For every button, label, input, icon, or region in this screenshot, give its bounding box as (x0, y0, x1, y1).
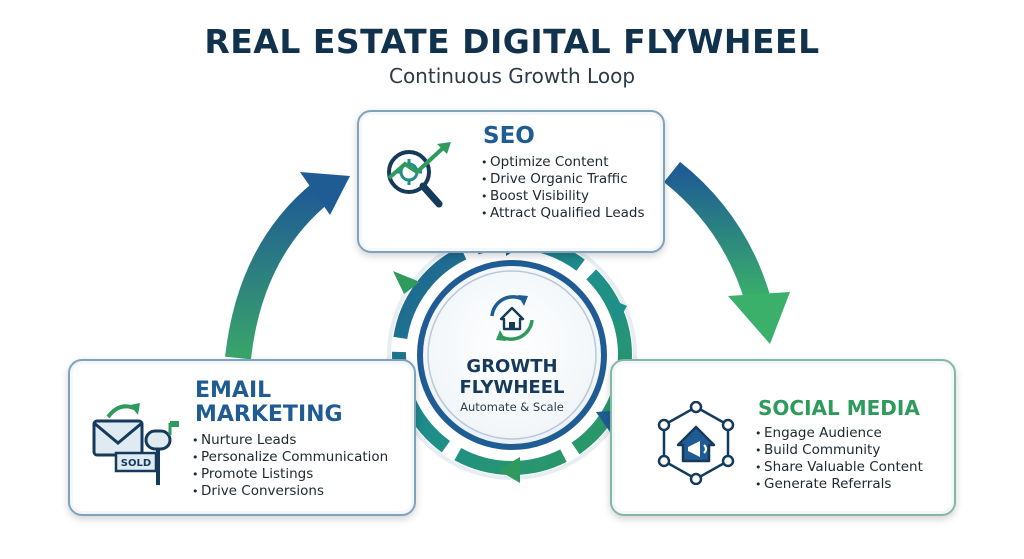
center-subtitle: Automate & Scale (460, 400, 564, 414)
house-cycle-icon (490, 295, 534, 341)
seo-title: SEO (483, 123, 535, 149)
social-bullet: Build Community (755, 442, 923, 459)
arrow-seo-to-social (663, 161, 790, 344)
social-bullet-list: Engage Audience Build Community Share Va… (755, 425, 923, 493)
email-bullet: Drive Conversions (192, 483, 388, 500)
email-bullet: Personalize Communication (192, 449, 388, 466)
social-bullet: Generate Referrals (755, 476, 923, 493)
social-bullet: Engage Audience (755, 425, 923, 442)
seo-bullet: Optimize Content (481, 154, 645, 171)
arrow-email-to-seo (225, 172, 350, 360)
social-network-house-icon (657, 401, 735, 485)
email-bullet: Promote Listings (192, 466, 388, 483)
email-marketing-title: EMAIL MARKETING (195, 378, 343, 428)
social-bullet: Share Valuable Content (755, 459, 923, 476)
social-media-title: SOCIAL MEDIA (758, 396, 920, 420)
seo-bullet: Boost Visibility (481, 188, 645, 205)
seo-card: SEO Optimize Content Drive Organic Traff… (357, 110, 665, 253)
email-marketing-card: SOLD EMAIL MARKETING Nurture Leads Perso… (68, 359, 416, 516)
sold-sign-label: SOLD (121, 458, 151, 469)
envelope-mailbox-icon: SOLD (92, 403, 179, 485)
page-title: REAL ESTATE DIGITAL FLYWHEEL (204, 22, 820, 61)
center-title-line1: GROWTH (466, 356, 558, 377)
email-title-line1: EMAIL (195, 378, 272, 403)
center-title: GROWTH FLYWHEEL (0, 356, 1024, 398)
center-title-line2: FLYWHEEL (459, 377, 565, 398)
social-media-card: SOCIAL MEDIA Engage Audience Build Commu… (610, 359, 956, 516)
seo-bullet-list: Optimize Content Drive Organic Traffic B… (481, 154, 645, 222)
seo-bullet: Attract Qualified Leads (481, 205, 645, 222)
email-bullet: Nurture Leads (192, 432, 388, 449)
seo-growth-magnifier-icon (387, 142, 451, 208)
email-bullet-list: Nurture Leads Personalize Communication … (192, 432, 388, 500)
seo-bullet: Drive Organic Traffic (481, 171, 645, 188)
page-subtitle: Continuous Growth Loop (388, 64, 636, 88)
email-title-line2: MARKETING (195, 402, 343, 428)
